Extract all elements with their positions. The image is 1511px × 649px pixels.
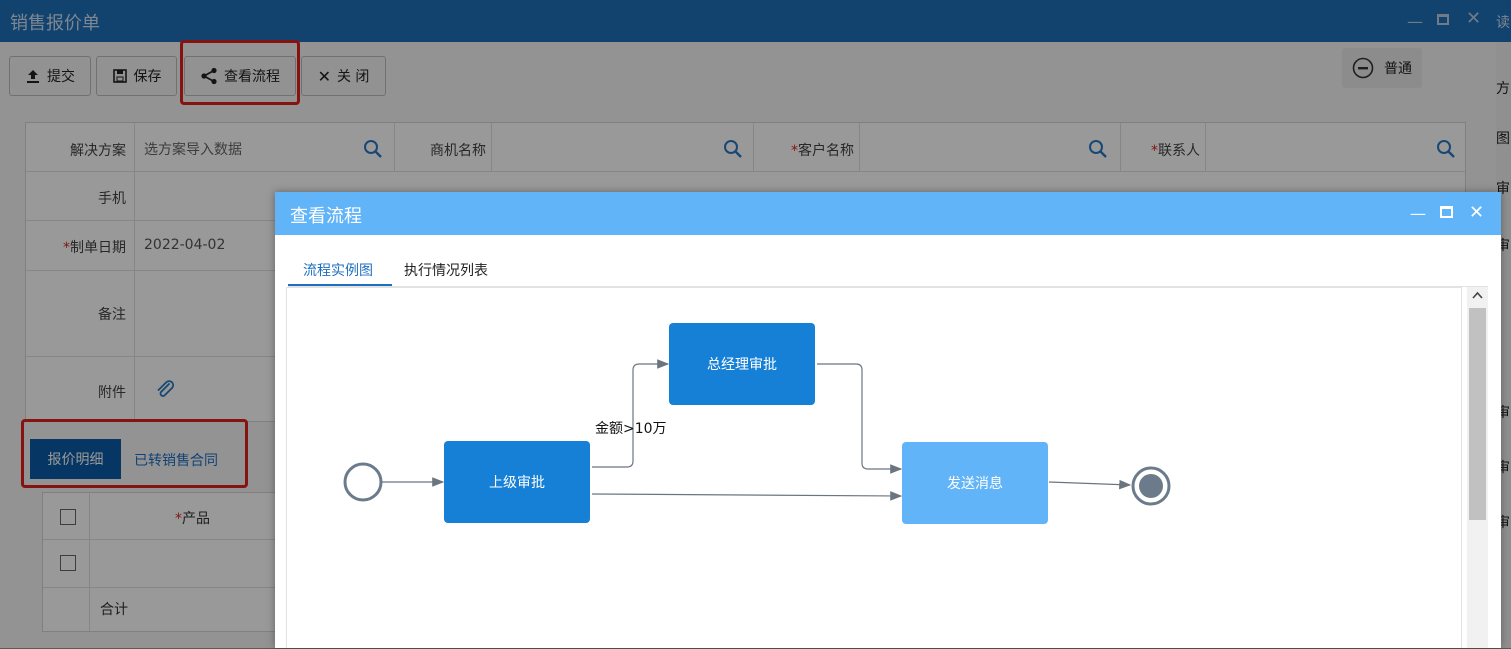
- attachment-label: 附件: [98, 385, 126, 401]
- view-flow-label: 查看流程: [224, 69, 280, 85]
- required-mark: *: [1151, 143, 1158, 159]
- toolbar: 提交 保存 查看流程 ✕ 关 闭 普通: [0, 40, 1496, 105]
- start-event[interactable]: [343, 462, 383, 502]
- dialog-titlebar: 查看流程 — ✕: [275, 192, 1501, 235]
- grid-header: *产品: [43, 493, 463, 540]
- required-mark: *: [175, 511, 182, 527]
- active-tab-indicator: [288, 284, 392, 286]
- form-row-5: 附件: [26, 356, 1465, 422]
- close-label: 关 闭: [336, 69, 370, 85]
- date-field[interactable]: 2022-04-02: [144, 237, 226, 253]
- flow-manager-to-send: [591, 491, 903, 501]
- detail-tabs: 报价明细 已转销售合同: [21, 419, 265, 492]
- scrollbar-thumb[interactable]: [1469, 308, 1486, 520]
- node-manager-review[interactable]: 上级审批: [444, 441, 590, 523]
- product-header: *产品: [175, 508, 210, 528]
- search-icon[interactable]: [363, 139, 383, 159]
- search-icon[interactable]: [1088, 139, 1108, 159]
- save-icon: [112, 69, 127, 83]
- submit-button[interactable]: 提交: [9, 56, 91, 96]
- flow-diagram-canvas: 上级审批 总经理审批 发送消息 金额>10万: [286, 287, 1462, 648]
- scroll-up-icon[interactable]: [1472, 291, 1483, 299]
- submit-label: 提交: [47, 69, 75, 85]
- share-icon: [201, 67, 217, 85]
- maximize-icon[interactable]: [1437, 14, 1449, 25]
- search-icon[interactable]: [1436, 139, 1456, 159]
- close-icon[interactable]: ✕: [1466, 8, 1482, 29]
- view-flow-dialog: 查看流程 — ✕ 流程实例图 执行情况列表: [275, 192, 1501, 648]
- end-event-inner: [1139, 474, 1163, 498]
- window-title: 销售报价单: [10, 13, 100, 34]
- flow-connectors: [343, 359, 1171, 506]
- date-label-text: 制单日期: [70, 240, 126, 256]
- dialog-title: 查看流程: [290, 206, 362, 227]
- priority-button[interactable]: 普通: [1342, 48, 1422, 88]
- solution-label: 解决方案: [70, 143, 126, 159]
- paperclip-icon[interactable]: [154, 378, 176, 400]
- node-gm-review[interactable]: 总经理审批: [669, 323, 815, 405]
- flow-gm-to-send: [817, 363, 903, 474]
- select-all-checkbox[interactable]: [60, 509, 76, 525]
- form-row-1: 解决方案 选方案导入数据 商机名称 *客户名称 *联系人: [26, 123, 1465, 172]
- customer-label-text: 客户名称: [798, 143, 854, 159]
- flow-manager-to-gm: [592, 359, 670, 468]
- dialog-close-icon[interactable]: ✕: [1469, 202, 1485, 223]
- tab-execution-list[interactable]: 执行情况列表: [404, 263, 488, 279]
- remark-label: 备注: [98, 307, 126, 323]
- opportunity-label: 商机名称: [430, 143, 486, 159]
- date-label: *制单日期: [26, 237, 126, 257]
- highlight-box-tabs: [21, 419, 248, 488]
- save-label: 保存: [133, 69, 162, 85]
- minus-circle-icon: [1352, 57, 1374, 79]
- tab-converted-contract[interactable]: 已转销售合同: [134, 453, 218, 469]
- vertical-scrollbar[interactable]: [1467, 287, 1488, 648]
- row-checkbox[interactable]: [60, 555, 76, 571]
- upload-icon: [27, 70, 39, 83]
- save-button[interactable]: 保存: [96, 56, 177, 96]
- x-icon: ✕: [317, 66, 331, 86]
- strip-text: 方: [1496, 81, 1510, 97]
- tab-flow-diagram[interactable]: 流程实例图: [303, 263, 373, 279]
- minimize-icon[interactable]: —: [1407, 12, 1423, 31]
- strip-text: 读: [1496, 15, 1510, 31]
- total-row: 合计: [43, 587, 463, 631]
- condition-label: 金额>10万: [595, 421, 667, 437]
- contact-label-text: 联系人: [1158, 143, 1200, 159]
- solution-input[interactable]: 选方案导入数据: [144, 142, 242, 158]
- dialog-maximize-icon[interactable]: [1440, 206, 1453, 218]
- total-label: 合计: [100, 602, 128, 618]
- window-titlebar: 销售报价单 — ✕: [0, 0, 1496, 42]
- tab-quote-detail[interactable]: 报价明细: [30, 439, 121, 479]
- view-flow-button[interactable]: 查看流程: [184, 56, 296, 96]
- required-mark: *: [791, 143, 798, 159]
- dialog-minimize-icon[interactable]: —: [1410, 204, 1426, 223]
- product-header-text: 产品: [182, 511, 210, 527]
- mobile-label: 手机: [98, 191, 126, 207]
- priority-label: 普通: [1384, 61, 1412, 77]
- search-icon[interactable]: [723, 139, 743, 159]
- contact-label: *联系人: [1122, 140, 1200, 160]
- customer-label: *客户名称: [756, 140, 854, 160]
- highlight-box-view-flow: [180, 40, 300, 105]
- close-button[interactable]: ✕ 关 闭: [301, 56, 386, 96]
- required-mark: *: [63, 240, 70, 256]
- dialog-tabs: 流程实例图 执行情况列表: [288, 244, 1488, 287]
- node-send-message[interactable]: 发送消息: [902, 442, 1048, 524]
- table-row: [43, 539, 463, 588]
- flow-send-to-end: [1048, 479, 1132, 490]
- strip-text: 图: [1496, 131, 1510, 147]
